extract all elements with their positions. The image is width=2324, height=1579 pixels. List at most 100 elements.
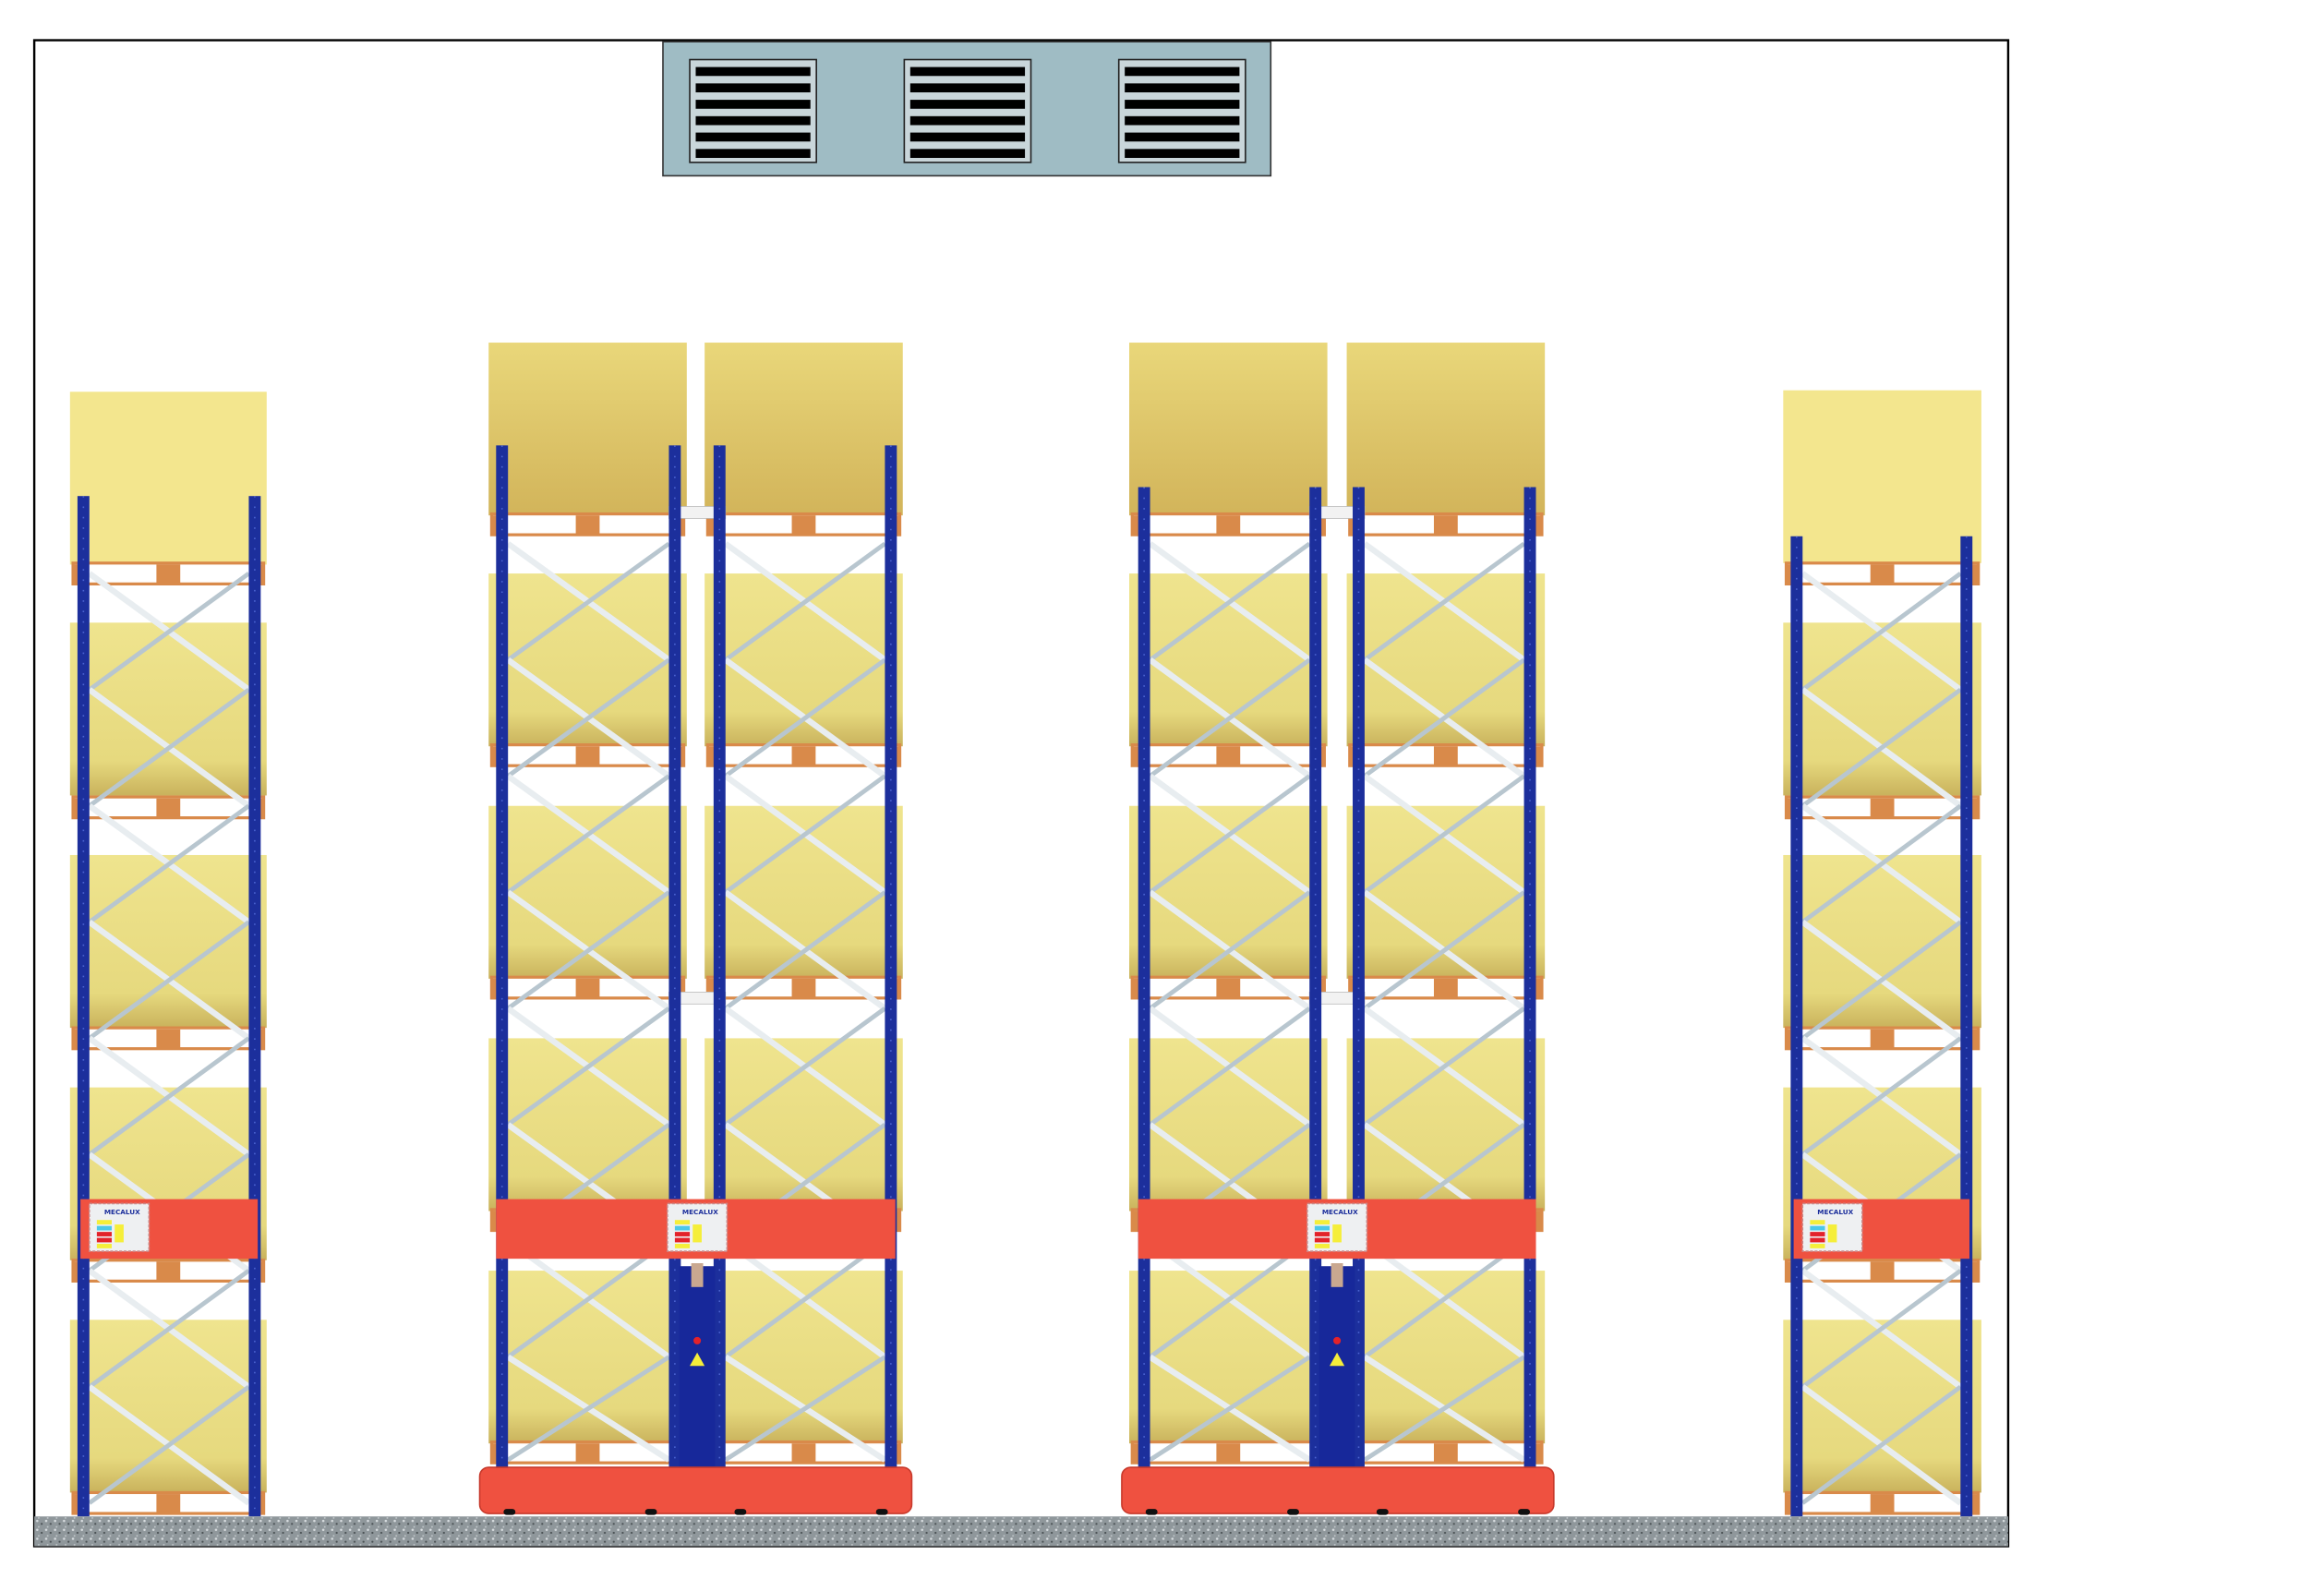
label-warning-swatch [674, 1225, 691, 1231]
bracing-diagonal [1800, 687, 1962, 808]
mecalux-logo: MECALUX [682, 1208, 718, 1216]
control-column-body [679, 1266, 716, 1468]
pallet-block [575, 978, 600, 998]
vent-grille [1117, 58, 1246, 163]
bracing-diagonal [1800, 803, 1962, 924]
pallet-block [1968, 564, 1979, 585]
bracing-diagonal [1363, 1238, 1525, 1359]
safety-label: MECALUX [1801, 1202, 1863, 1252]
bracing-diagonal [1363, 657, 1525, 778]
pallet-block [707, 746, 718, 766]
label-warning-swatch [1314, 1244, 1331, 1248]
bracing-diagonal [506, 1355, 670, 1462]
pallet-block [1870, 798, 1895, 818]
wheel [1376, 1509, 1389, 1515]
pallet-block [1531, 746, 1542, 766]
pallet-block [1216, 746, 1241, 766]
control-column-body [1319, 1266, 1355, 1468]
pallet-load [1129, 343, 1328, 516]
pallet-block [156, 1261, 181, 1282]
rack-mobile-double: MECALUX [1121, 343, 1555, 1515]
emergency-stop-button [693, 1336, 702, 1344]
pallet-block [575, 515, 600, 536]
bracing-diagonal [1149, 1355, 1311, 1462]
grille-slat [909, 115, 1026, 126]
label-warning-swatch [1810, 1244, 1825, 1248]
grille-slat [695, 149, 811, 158]
pallet-block [1132, 746, 1143, 766]
pallet-load [1346, 343, 1546, 516]
pallet-block [1870, 564, 1895, 585]
pallet [705, 512, 902, 536]
pallet-block [1216, 1443, 1241, 1464]
bracing-diagonal [506, 1006, 670, 1127]
label-warning-swatch [1314, 1232, 1331, 1236]
grille-frame [689, 58, 817, 163]
pallet-block [1132, 1211, 1143, 1231]
pallet [1348, 975, 1544, 1000]
pallet-block [156, 1494, 181, 1514]
upright [248, 496, 261, 1517]
label-warning-swatch [1810, 1220, 1825, 1225]
pallet-block [1531, 515, 1542, 536]
pallet-block [1216, 978, 1241, 998]
rack-mobile-double: MECALUX [478, 343, 913, 1515]
upright [1960, 536, 1973, 1517]
bracing-diagonal [506, 657, 670, 778]
pallet-block [156, 798, 181, 818]
sensor [1331, 1263, 1343, 1287]
grille-frame [903, 58, 1032, 163]
pallet-block [1531, 978, 1542, 998]
grille-slat [909, 132, 1026, 142]
pallet [1130, 512, 1326, 536]
wheel [503, 1509, 516, 1515]
pallet-block [1433, 515, 1458, 536]
pallet [1784, 561, 1981, 585]
pallet [1784, 1259, 1981, 1283]
pallet [489, 512, 686, 536]
pallet-block [156, 564, 181, 585]
label-diagram [1332, 1224, 1342, 1243]
pallet-block [1968, 1029, 1979, 1049]
pallet-load [69, 1320, 267, 1493]
bracing-diagonal [1149, 657, 1311, 778]
bracing-diagonal [506, 541, 670, 662]
pallet-block [1433, 1443, 1458, 1464]
pallet-block [791, 746, 816, 766]
grille-slat [909, 100, 1026, 109]
wheel [734, 1509, 747, 1515]
pallet-block [1132, 978, 1143, 998]
pallet-load [1783, 390, 1981, 563]
label-warning-swatch [96, 1232, 113, 1236]
bracing-diagonal [1363, 1006, 1525, 1127]
grille-slat [1125, 132, 1240, 142]
label-warning-swatch [96, 1220, 113, 1225]
pallet-block [1968, 798, 1979, 818]
mobile-base [478, 1466, 913, 1514]
bracing-diagonal [1149, 1006, 1311, 1127]
grille-frame [1117, 58, 1246, 163]
grille-slat [909, 66, 1026, 77]
label-diagram [692, 1224, 702, 1243]
pallet-block [1132, 515, 1143, 536]
pallet-block [791, 978, 816, 998]
wheel [875, 1509, 888, 1515]
pallet-block [575, 1443, 600, 1464]
pallet-block [1531, 1211, 1542, 1231]
safety-label: MECALUX [667, 1202, 729, 1252]
label-warning-swatch [96, 1244, 113, 1248]
bracing-diagonal [724, 774, 886, 895]
warning-triangle-icon [1330, 1352, 1345, 1367]
bracing-diagonal [88, 1384, 250, 1505]
grille-slat [695, 66, 811, 77]
grille-slat [695, 100, 811, 109]
pallet-block [1870, 1029, 1895, 1049]
upright [1790, 536, 1803, 1517]
bracing-diagonal [724, 1006, 886, 1127]
grille-slat [1125, 83, 1240, 93]
wheel [1518, 1509, 1531, 1515]
grille-slat [1125, 115, 1240, 126]
building-frame [32, 39, 2010, 1548]
